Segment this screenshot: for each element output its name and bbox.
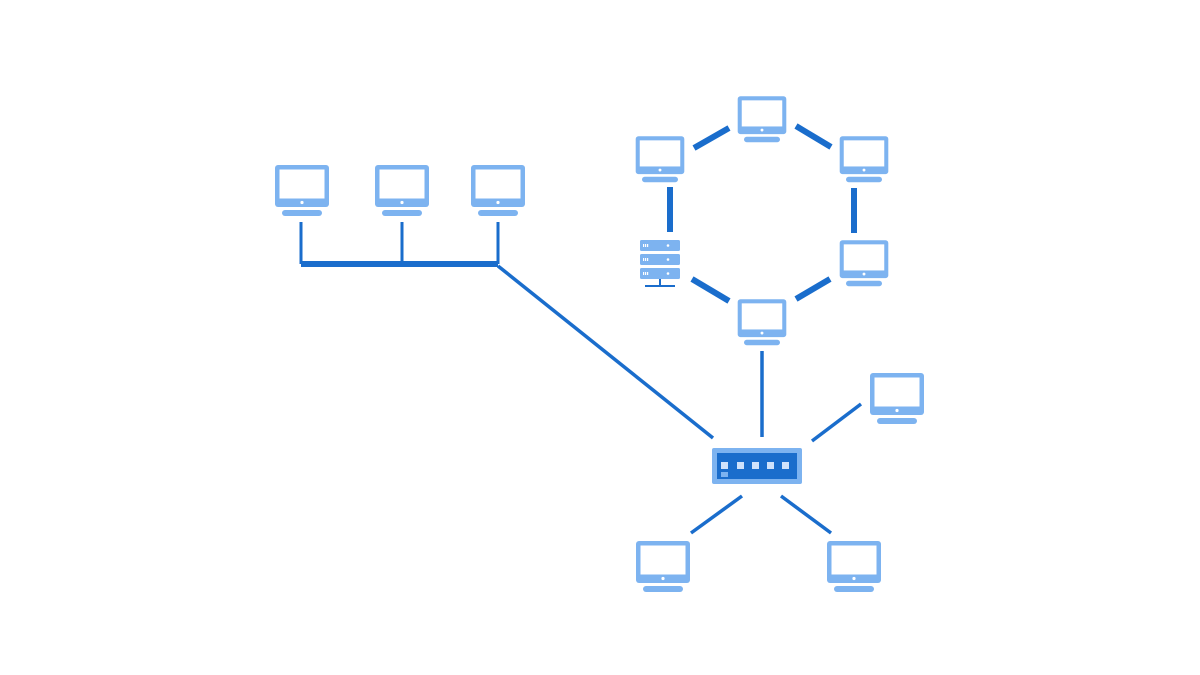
devices: [275, 96, 924, 592]
star-link-bottom-left: [689, 494, 744, 535]
desktop-computer-icon: [827, 541, 881, 592]
desktop-computer-icon: [870, 373, 924, 424]
desktop-computer-icon: [375, 165, 429, 216]
star-link-bottom-right: [779, 494, 833, 535]
links: [299, 123, 863, 535]
desktop-computer-icon: [839, 136, 889, 183]
desktop-computer-icon: [737, 96, 787, 143]
desktop-computer-icon: [471, 165, 525, 216]
ring-link: [692, 125, 731, 151]
ring-link: [690, 276, 731, 304]
star-link-right: [810, 402, 863, 443]
desktop-computer-icon: [839, 240, 889, 287]
desktop-computer-icon: [636, 541, 690, 592]
desktop-computer-icon: [275, 165, 329, 216]
desktop-computer-icon: [737, 299, 787, 346]
server-rack-icon: [640, 240, 680, 287]
desktop-computer-icon: [635, 136, 685, 183]
bus-to-switch-link: [496, 264, 715, 440]
ring-link: [794, 276, 832, 302]
network-switch-icon: [712, 448, 802, 484]
ring-link: [794, 123, 833, 150]
